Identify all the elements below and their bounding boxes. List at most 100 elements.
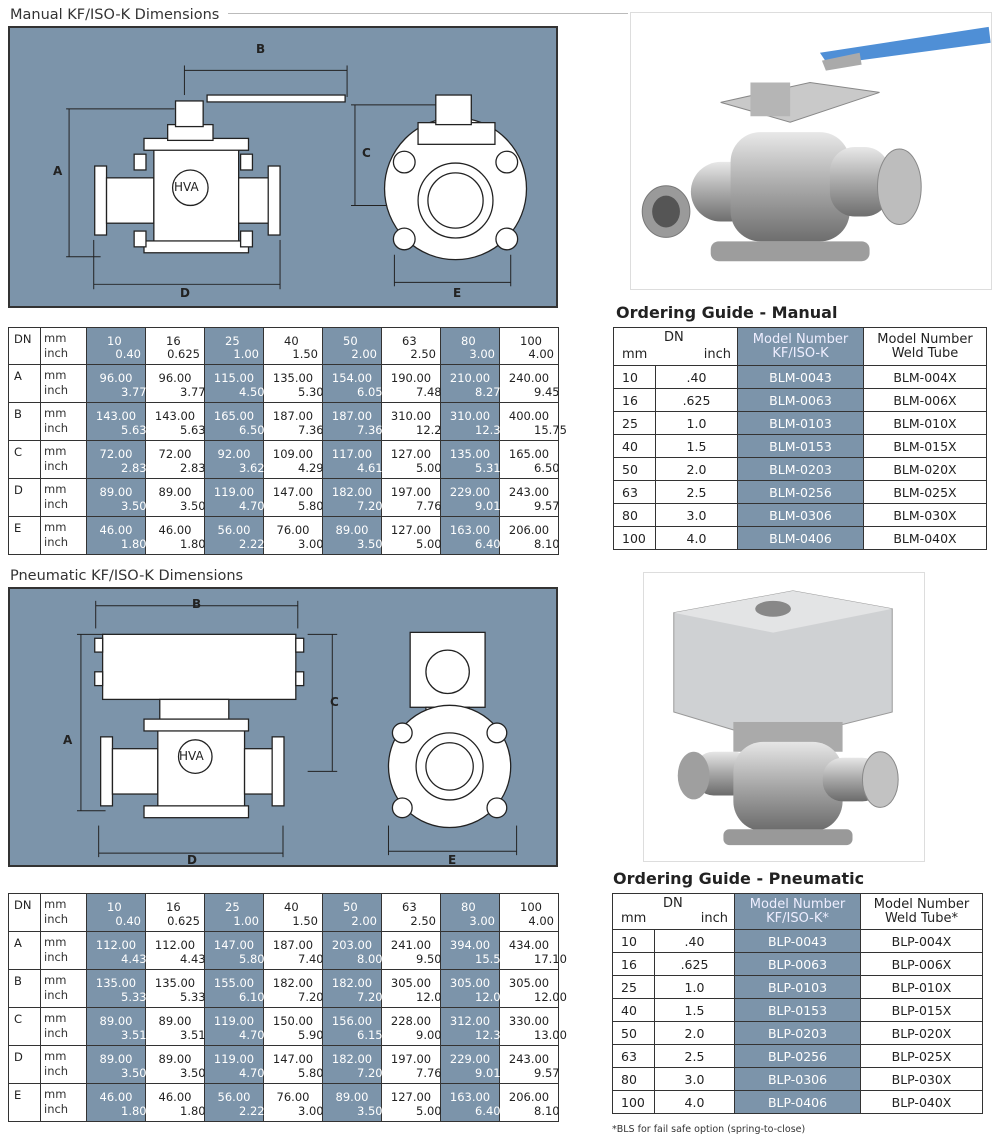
ordering-cell-kf: BLM-0043	[737, 365, 864, 389]
value-inch: 12.00	[416, 990, 449, 1004]
value-mm: 197.00	[390, 1052, 432, 1066]
ordering-cell-inch: 2.5	[654, 1044, 735, 1068]
value-inch: 3.50	[180, 499, 206, 513]
ordering-cell-weld: BLP-030X	[860, 1067, 983, 1091]
value-inch: 1.00	[233, 347, 259, 361]
value-mm: 46.00	[158, 1090, 192, 1104]
value-inch: 15.75	[534, 423, 567, 437]
ordering-pneumatic-title: Ordering Guide - Pneumatic	[613, 869, 865, 888]
value-mm: 46.00	[158, 523, 192, 537]
ordering-cell-mm: 80	[613, 503, 656, 527]
header-model-weld: Model Number Weld Tube*	[860, 893, 983, 930]
value-inch: 4.70	[239, 1028, 265, 1042]
value-mm: 80	[461, 900, 476, 914]
value-inch: 9.57	[534, 1066, 560, 1080]
value-mm: 154.00	[331, 371, 373, 385]
value-inch: 9.01	[475, 499, 501, 513]
value-inch: 7.20	[298, 990, 324, 1004]
unit-mm: mm	[44, 1049, 67, 1063]
row-label: DN	[8, 327, 41, 365]
unit-inch: inch	[44, 1064, 69, 1078]
row-label: A	[8, 931, 41, 970]
value-inch: 5.31	[475, 461, 501, 475]
value-inch: 4.61	[357, 461, 383, 475]
dim-label-d: D	[180, 286, 190, 300]
value-mm: 89.00	[335, 523, 369, 537]
ordering-cell-inch: 1.0	[655, 411, 738, 435]
value-mm: 76.00	[276, 523, 310, 537]
value-mm: 163.00	[449, 1090, 491, 1104]
value-inch: 3.50	[357, 537, 383, 551]
ordering-cell-weld: BLM-010X	[863, 411, 987, 435]
value-mm: 127.00	[390, 523, 432, 537]
value-inch: 3.77	[121, 385, 147, 399]
ordering-cell-weld: BLM-004X	[863, 365, 987, 389]
ordering-cell-weld: BLP-020X	[860, 1021, 983, 1045]
value-inch: 4.43	[121, 952, 147, 966]
value-mm: 147.00	[272, 485, 314, 499]
value-inch: 5.80	[298, 1066, 324, 1080]
value-mm: 187.00	[331, 409, 373, 423]
value-inch: 2.00	[351, 914, 377, 928]
ordering-cell-weld: BLP-025X	[860, 1044, 983, 1068]
ordering-cell-weld: BLM-040X	[863, 526, 987, 550]
value-mm: 109.00	[272, 447, 314, 461]
value-mm: 135.00	[449, 447, 491, 461]
value-inch: 4.70	[239, 1066, 265, 1080]
value-mm: 16	[166, 900, 181, 914]
ordering-cell-kf: BLM-0406	[737, 526, 864, 550]
value-inch: 5.33	[121, 990, 147, 1004]
value-mm: 89.00	[99, 485, 133, 499]
unit-mm: mm	[44, 368, 67, 382]
value-mm: 165.00	[508, 447, 550, 461]
value-inch: 8.10	[534, 1104, 560, 1118]
value-inch: 3.00	[298, 537, 324, 551]
value-mm: 135.00	[272, 371, 314, 385]
value-inch: 3.77	[180, 385, 206, 399]
unit-mm: mm	[44, 1011, 67, 1025]
ordering-manual-title: Ordering Guide - Manual	[616, 303, 838, 322]
value-mm: 89.00	[99, 1014, 133, 1028]
hva-logo: HVA	[174, 180, 199, 194]
value-mm: 100	[520, 334, 542, 348]
value-mm: 143.00	[154, 409, 196, 423]
pneumatic-section-title: Pneumatic KF/ISO-K Dimensions	[10, 568, 244, 584]
dim-label-a: A	[63, 733, 73, 747]
value-mm: 147.00	[272, 1052, 314, 1066]
value-inch: 4.00	[528, 347, 554, 361]
value-inch: 0.40	[115, 347, 141, 361]
value-inch: 5.30	[298, 385, 324, 399]
row-label: DN	[8, 893, 41, 932]
value-inch: 7.20	[357, 1066, 383, 1080]
ordering-cell-mm: 63	[613, 480, 656, 504]
value-mm: 56.00	[217, 523, 251, 537]
row-label: B	[8, 969, 41, 1008]
value-mm: 182.00	[272, 976, 314, 990]
value-inch: 6.05	[357, 385, 383, 399]
value-inch: 9.01	[475, 1066, 501, 1080]
ordering-cell-kf: BLM-0256	[737, 480, 864, 504]
